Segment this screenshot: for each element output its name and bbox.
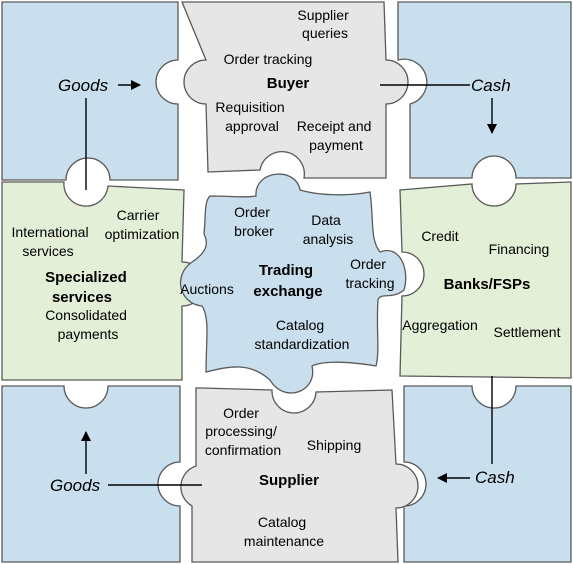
goods-bottom-label: Goods xyxy=(50,476,101,495)
buyer-requisition-approval: Requisition approval xyxy=(215,99,288,134)
goods-top-label: Goods xyxy=(58,76,109,95)
specialized-consolidated: Consolidated payments xyxy=(45,307,131,342)
supplier-piece xyxy=(180,387,419,563)
corner-piece-bottom-right xyxy=(403,385,572,563)
banks-aggregation: Aggregation xyxy=(402,317,478,333)
exchange-auctions: Auctions xyxy=(180,281,234,297)
supplier-catalog-maintenance: Catalog maintenance xyxy=(244,514,324,549)
buyer-title: Buyer xyxy=(267,75,310,92)
buyer-supplier-queries: Supplier queries xyxy=(297,7,352,41)
exchange-order-tracking: Order tracking xyxy=(345,256,394,291)
corner-piece-top-right xyxy=(397,1,572,179)
exchange-catalog-standardization: Catalog standardization xyxy=(255,317,350,352)
cash-bottom-label: Cash xyxy=(475,468,515,487)
exchange-order-broker: Order broker xyxy=(234,204,274,239)
exchange-data-analysis: Data analysis xyxy=(303,212,354,247)
specialized-carrier: Carrier optimization xyxy=(105,207,180,242)
exchange-title: Trading exchange xyxy=(253,262,322,300)
cash-top-label: Cash xyxy=(471,76,511,95)
specialized-title: Specialized services xyxy=(45,269,131,306)
buyer-piece xyxy=(181,1,409,179)
supplier-shipping: Shipping xyxy=(307,437,362,453)
corner-piece-bottom-left xyxy=(1,385,181,563)
specialized-international: International services xyxy=(12,224,93,259)
banks-credit: Credit xyxy=(421,228,458,244)
banks-settlement: Settlement xyxy=(494,324,561,340)
buyer-receipt-payment: Receipt and payment xyxy=(297,118,376,153)
corner-piece-top-left xyxy=(1,1,179,181)
banks-financing: Financing xyxy=(489,241,550,257)
trading-exchange-piece xyxy=(180,173,407,394)
supplier-title: Supplier xyxy=(259,472,319,489)
banks-title: Banks/FSPs xyxy=(444,276,531,293)
buyer-order-tracking: Order tracking xyxy=(224,51,313,67)
banks-fsps-piece xyxy=(399,181,572,379)
supplier-order-processing: Order processing/ confirmation xyxy=(205,405,281,458)
